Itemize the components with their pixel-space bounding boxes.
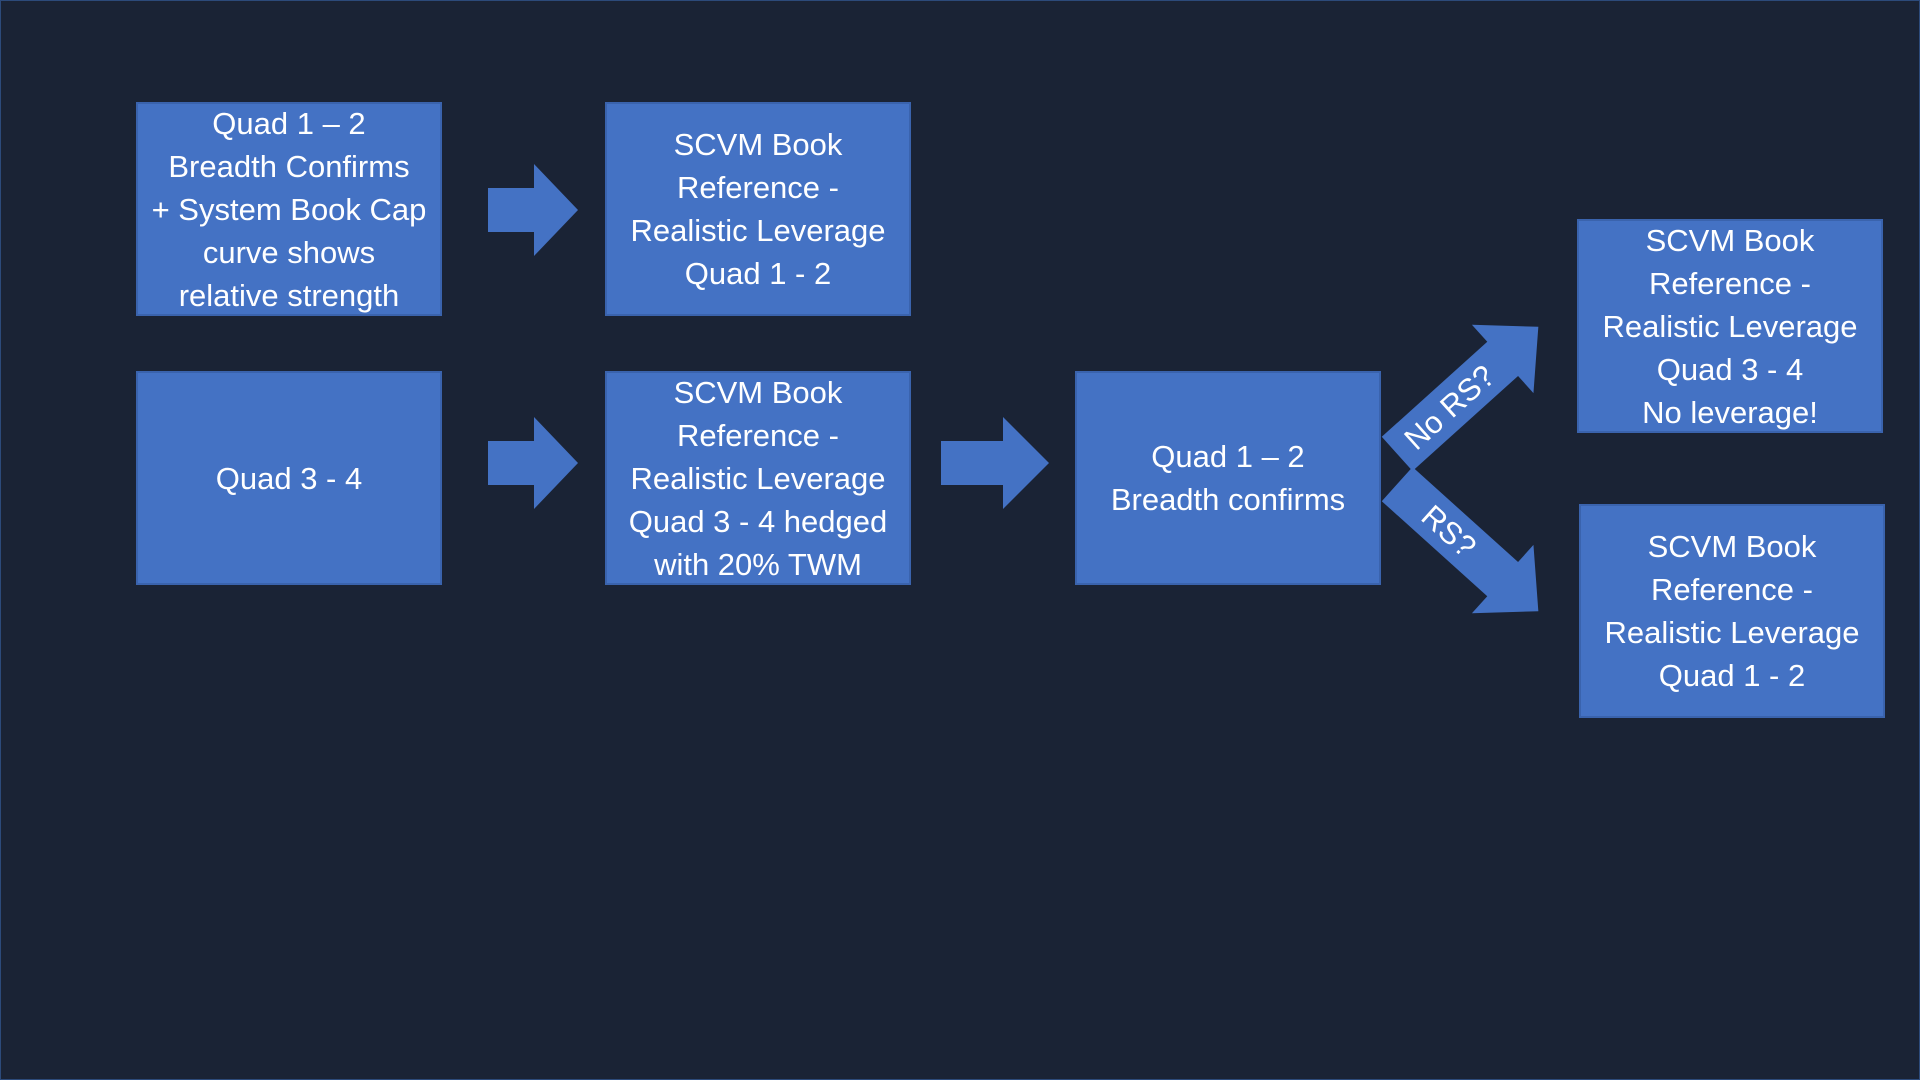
box-line: Realistic Leverage bbox=[630, 460, 886, 496]
box-line: Realistic Leverage bbox=[1604, 615, 1860, 650]
box-line: Quad 3 - 4 bbox=[1656, 351, 1804, 387]
box-line: SCVM Book bbox=[673, 127, 843, 162]
box-line: Realistic Leverage bbox=[1602, 308, 1858, 344]
scvm-quad12-bottom-box: SCVM Book Reference - Realistic Leverage… bbox=[1579, 504, 1885, 718]
box-line: with 20% TWM bbox=[654, 546, 862, 582]
right-arrow-icon bbox=[941, 417, 1049, 509]
quad12-breadth-confirms-box: Quad 1 – 2 Breadth confirms bbox=[1075, 371, 1381, 585]
box-line: curve shows bbox=[202, 234, 376, 270]
box-line: Breadth confirms bbox=[1110, 482, 1346, 517]
quad12-breadth-rs-box: Quad 1 – 2 Breadth Confirms + System Boo… bbox=[136, 102, 442, 316]
box-text: Quad 1 – 2 Breadth Confirms + System Boo… bbox=[152, 102, 427, 317]
box-line: Breadth Confirms bbox=[168, 148, 410, 184]
box-line: Reference - bbox=[677, 170, 839, 205]
box-text: SCVM Book Reference - Realistic Leverage… bbox=[1602, 219, 1857, 434]
quad34-box: Quad 3 - 4 bbox=[136, 371, 442, 585]
box-text: Quad 3 - 4 bbox=[216, 457, 362, 500]
box-text: SCVM Book Reference - Realistic Leverage… bbox=[629, 371, 888, 586]
scvm-quad34-no-leverage-box: SCVM Book Reference - Realistic Leverage… bbox=[1577, 219, 1883, 433]
box-line: Reference - bbox=[1649, 265, 1811, 301]
box-text: Quad 1 – 2 Breadth confirms bbox=[1111, 435, 1345, 521]
right-arrow-icon bbox=[488, 417, 578, 509]
box-line: Reference - bbox=[677, 417, 839, 453]
box-line: No leverage! bbox=[1642, 394, 1818, 430]
box-line: SCVM Book bbox=[1647, 529, 1817, 564]
no-rs-label: No RS? bbox=[1397, 358, 1501, 457]
box-line: SCVM Book bbox=[673, 374, 843, 410]
scvm-quad12-top-box: SCVM Book Reference - Realistic Leverage… bbox=[605, 102, 911, 316]
box-line: Quad 3 - 4 bbox=[215, 460, 363, 496]
no-rs-arrow: No RS? bbox=[1381, 324, 1539, 471]
box-text: SCVM Book Reference - Realistic Leverage… bbox=[1604, 525, 1859, 697]
box-line: Quad 1 – 2 bbox=[212, 105, 366, 141]
box-line: + System Book Cap bbox=[151, 191, 427, 227]
box-line: Quad 1 – 2 bbox=[1151, 439, 1305, 474]
box-line: Quad 1 - 2 bbox=[684, 256, 832, 291]
box-line: Quad 1 - 2 bbox=[1658, 658, 1806, 693]
box-line: Realistic Leverage bbox=[630, 213, 886, 248]
right-arrow-icon bbox=[488, 164, 578, 256]
box-line: relative strength bbox=[178, 277, 400, 313]
diagonal-arrow-icon bbox=[1381, 467, 1539, 614]
scvm-quad34-hedged-box: SCVM Book Reference - Realistic Leverage… bbox=[605, 371, 911, 585]
box-line: Quad 3 - 4 hedged bbox=[628, 503, 888, 539]
box-line: Reference - bbox=[1651, 572, 1813, 607]
box-text: SCVM Book Reference - Realistic Leverage… bbox=[630, 123, 885, 295]
diagonal-arrow-icon bbox=[1381, 324, 1539, 471]
rs-arrow: RS? bbox=[1381, 467, 1539, 614]
box-line: SCVM Book bbox=[1645, 222, 1815, 258]
